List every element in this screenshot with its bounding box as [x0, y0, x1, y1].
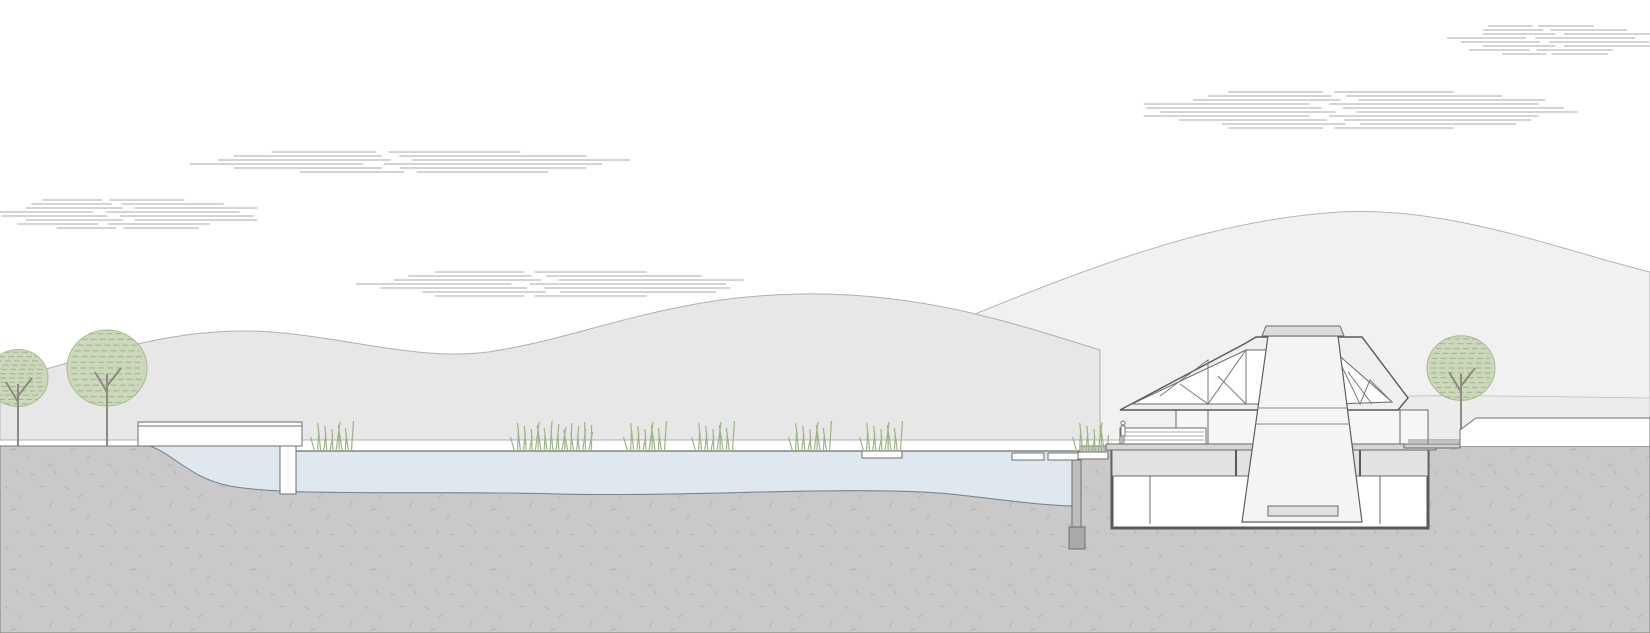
tree: [0, 349, 49, 446]
tree: [66, 329, 148, 446]
right-retaining-wall: [1459, 417, 1650, 446]
pond: [149, 445, 1081, 507]
pavilion-building: [1105, 325, 1461, 530]
bridge-deck: [137, 421, 303, 495]
cloud-bands: [0, 25, 1650, 297]
reed-clump: [690, 420, 736, 452]
reed-clump: [309, 420, 355, 452]
reed-clumps: [309, 420, 1110, 452]
hill-range-near: [0, 293, 1101, 441]
reed-clump: [858, 420, 904, 452]
reed-clump: [622, 420, 668, 452]
reed-clump: [1071, 421, 1110, 452]
reed-clump: [787, 420, 833, 452]
human-figure: [1120, 420, 1126, 444]
pier-post: [1068, 459, 1086, 550]
reed-clump: [509, 420, 594, 452]
trees: [0, 329, 1496, 446]
tree: [1426, 335, 1496, 440]
